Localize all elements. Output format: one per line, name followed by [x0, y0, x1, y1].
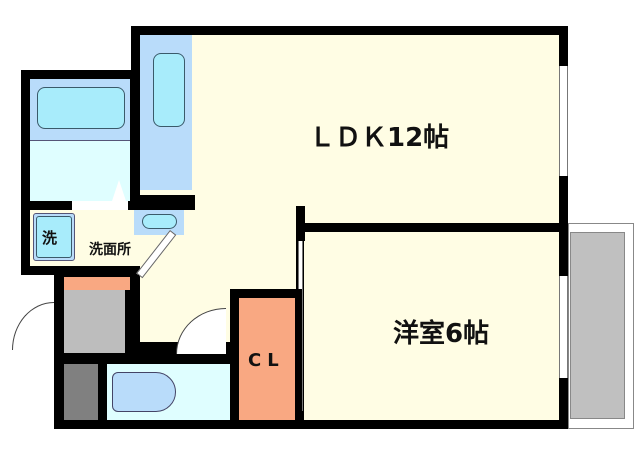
- storage-closet: [64, 364, 98, 420]
- bathtub-icon: [37, 87, 125, 129]
- sink-wall: [130, 195, 195, 210]
- shoe-cabinet: [64, 277, 130, 290]
- bathtub-fixture: [153, 53, 185, 127]
- entrance-floor: [64, 290, 125, 353]
- bath-door-gap: [72, 201, 128, 210]
- front-door[interactable]: [12, 302, 54, 350]
- ldk-label: ＬＤＫ12帖: [309, 123, 450, 153]
- partition-wall-vertical: [296, 206, 305, 241]
- ldk-window: [559, 66, 568, 176]
- washer-label: 洗: [42, 229, 58, 247]
- sink-icon: [142, 214, 177, 229]
- western-window: [559, 276, 568, 378]
- closet-floor: [239, 298, 295, 420]
- door-swing-icon: [112, 180, 126, 201]
- closet-label: CL: [248, 350, 285, 371]
- toilet-icon: [112, 372, 176, 412]
- balcony-floor: [570, 232, 625, 419]
- washroom-label: 洗面所: [89, 242, 131, 258]
- washer-icon: [36, 216, 72, 258]
- western-room-label: 洋室6帖: [393, 319, 490, 349]
- western-room-floor: [304, 232, 559, 420]
- partition-wall: [296, 223, 568, 232]
